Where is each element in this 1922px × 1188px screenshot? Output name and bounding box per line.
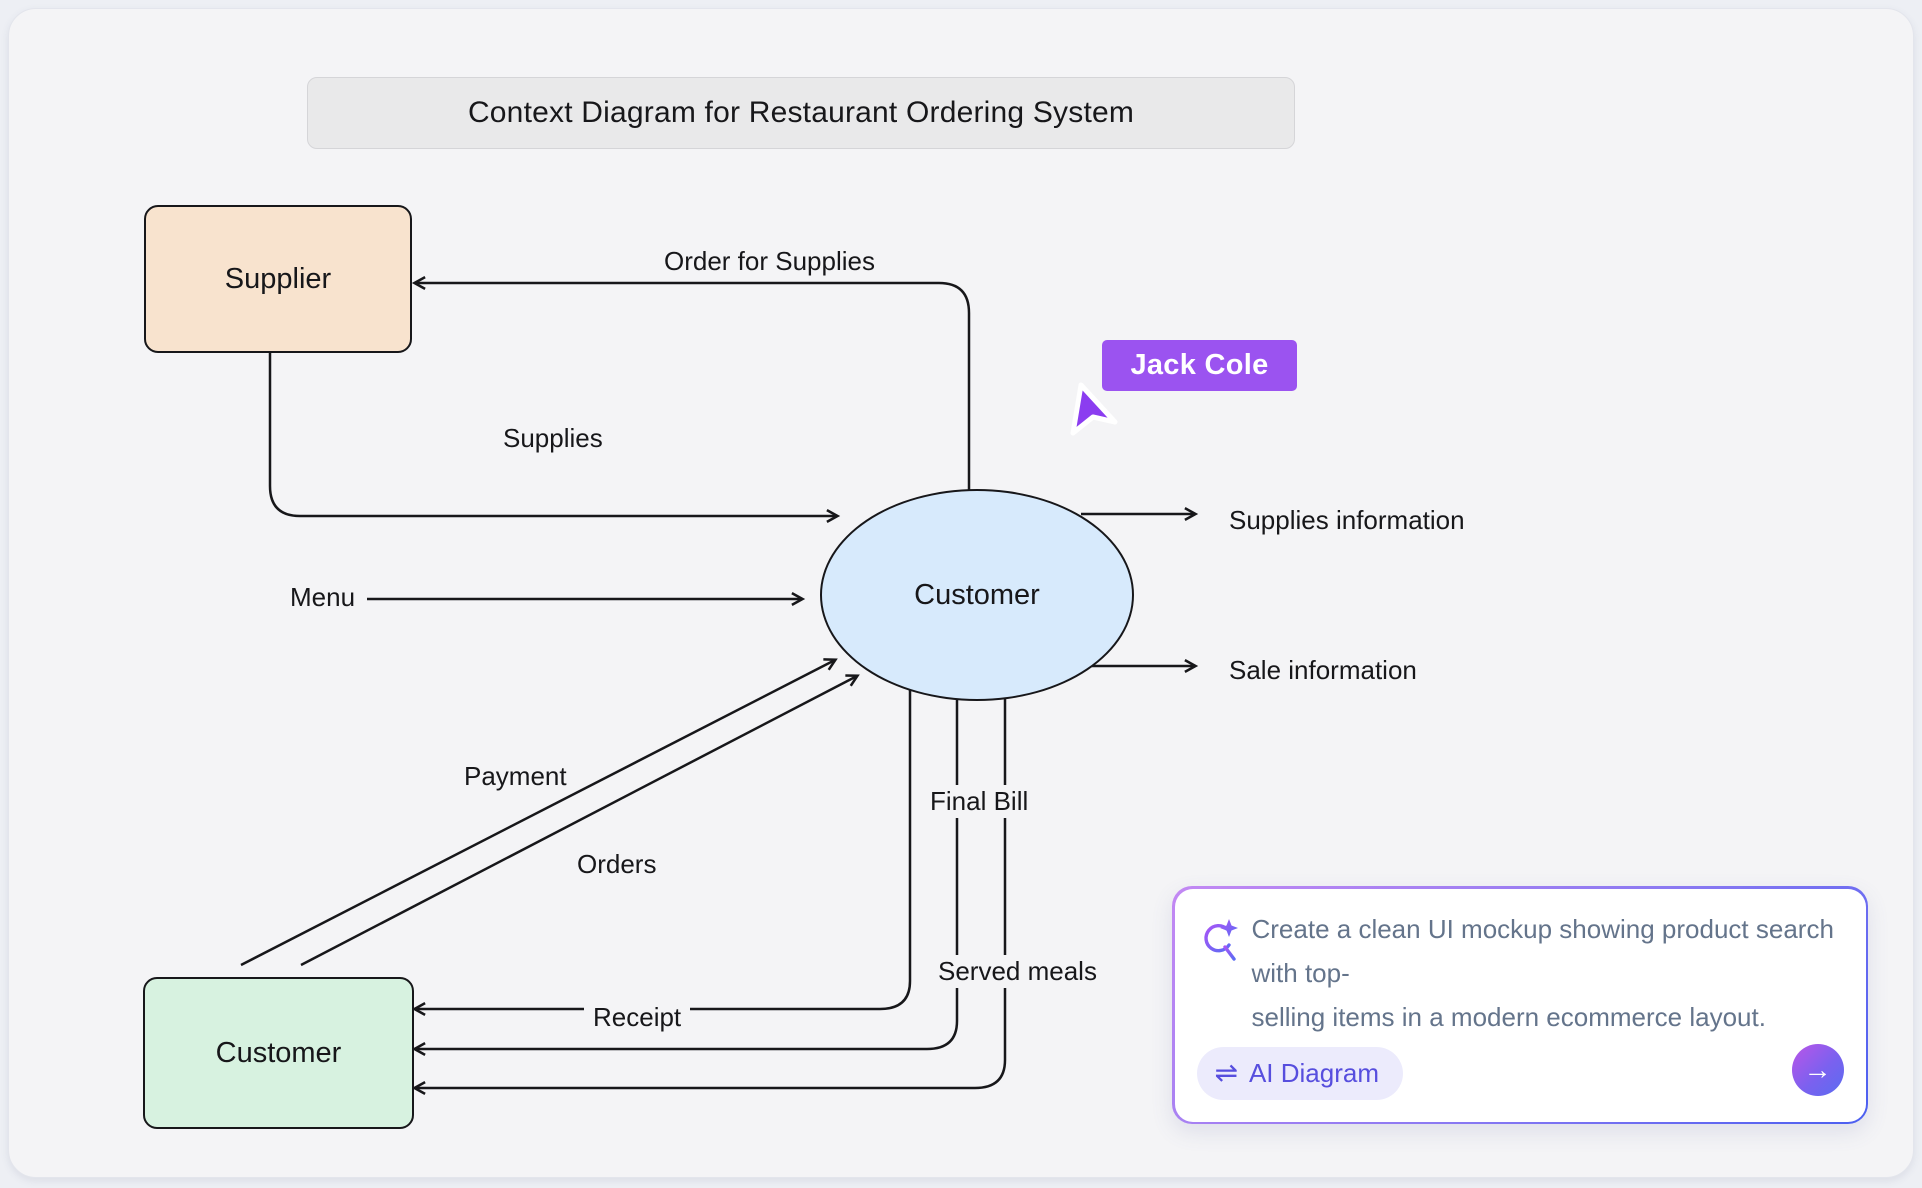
ai-prompt-card: Create a clean UI mockup showing product…: [1172, 886, 1868, 1124]
collaborator-name-tag: Jack Cole: [1102, 340, 1297, 391]
ai-prompt-line-1: Create a clean UI mockup showing product…: [1251, 913, 1834, 988]
node-supplier[interactable]: Supplier: [144, 205, 412, 353]
edge-label-menu[interactable]: Menu: [290, 582, 356, 612]
swap-arrows-icon: ⇌: [1214, 1057, 1238, 1088]
node-process-ellipse[interactable]: Customer: [820, 489, 1134, 701]
ai-diagram-button-label: AI Diagram: [1248, 1057, 1380, 1088]
collaborator-cursor-icon: [1070, 382, 1118, 436]
edge-order-for-supplies: [411, 276, 971, 491]
edges-layer: [240, 276, 1199, 1095]
edge-label-served-meals[interactable]: Served meals: [929, 955, 1106, 988]
ai-prompt-line-2: selling items in a modern ecommerce layo…: [1251, 1001, 1766, 1032]
edge-label-final-bill[interactable]: Final Bill: [921, 785, 1038, 818]
node-customer[interactable]: Customer: [143, 977, 414, 1129]
diagram-canvas[interactable]: Context Diagram for Restaurant Ordering …: [8, 8, 1914, 1178]
edge-label-orders[interactable]: Orders: [577, 849, 657, 879]
edge-receipt: [411, 689, 912, 1016]
edge-orders: [300, 674, 860, 967]
submit-arrow-icon: →: [1803, 1053, 1832, 1085]
edge-label-supplies-information[interactable]: Supplies information: [1229, 505, 1465, 535]
sparkle-search-icon: [1203, 918, 1238, 961]
edge-label-payment[interactable]: Payment: [464, 761, 567, 791]
edge-label-sale-information[interactable]: Sale information: [1229, 655, 1417, 685]
edge-supplies: [268, 345, 841, 523]
edge-label-order-for-supplies[interactable]: Order for Supplies: [664, 246, 875, 276]
edge-final-bill: [411, 695, 959, 1056]
edge-label-supplies[interactable]: Supplies: [503, 423, 603, 453]
ai-submit-button[interactable]: →: [1791, 1043, 1844, 1096]
diagram-title[interactable]: Context Diagram for Restaurant Ordering …: [307, 77, 1295, 149]
edge-payment: [240, 658, 838, 967]
edge-label-receipt[interactable]: Receipt: [584, 1001, 691, 1034]
ai-diagram-button[interactable]: ⇌ AI Diagram: [1196, 1046, 1404, 1100]
edge-served-meals: [411, 692, 1007, 1095]
ai-prompt-text[interactable]: Create a clean UI mockup showing product…: [1252, 907, 1842, 1039]
